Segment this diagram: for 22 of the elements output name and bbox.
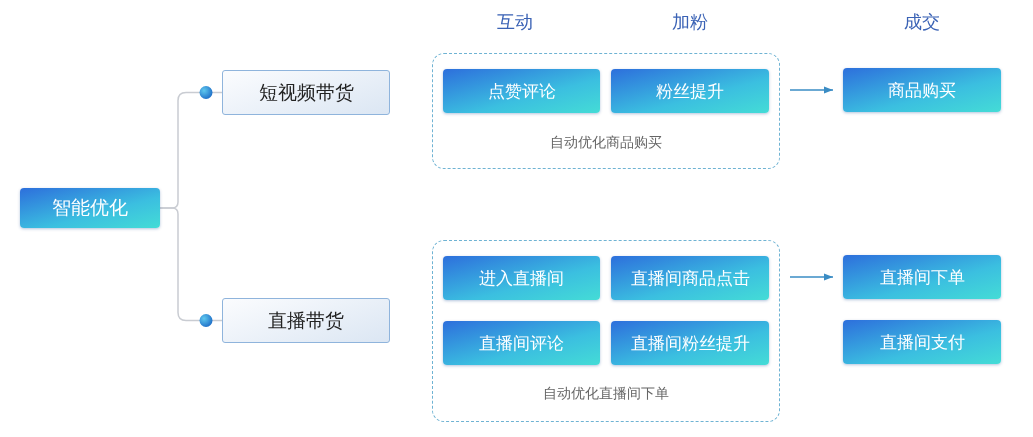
process-box: 直播间粉丝提升: [611, 321, 769, 365]
process-box: 点赞评论: [443, 69, 600, 113]
category-box: 直播带货: [222, 298, 390, 343]
column-heading: 互动: [497, 10, 533, 34]
arrow: [789, 86, 834, 94]
root-box: 智能优化: [20, 188, 160, 228]
process-box: 进入直播间: [443, 256, 600, 300]
process-box: 直播间支付: [843, 320, 1001, 364]
group-caption: 自动优化商品购买: [549, 134, 663, 152]
column-heading: 加粉: [672, 10, 708, 34]
dashed-group: [432, 53, 780, 169]
dashed-group: [432, 240, 780, 422]
group-caption: 自动优化直播间下单: [542, 385, 670, 403]
bracket-connector: [159, 207, 223, 327]
process-box: 直播间下单: [843, 255, 1001, 299]
process-box: 直播间商品点击: [611, 256, 769, 300]
process-box: 商品购买: [843, 68, 1001, 112]
arrow: [789, 273, 834, 281]
process-box: 直播间评论: [443, 321, 600, 365]
category-box: 短视频带货: [222, 70, 390, 115]
process-box: 粉丝提升: [611, 69, 769, 113]
column-heading: 成交: [904, 10, 940, 34]
